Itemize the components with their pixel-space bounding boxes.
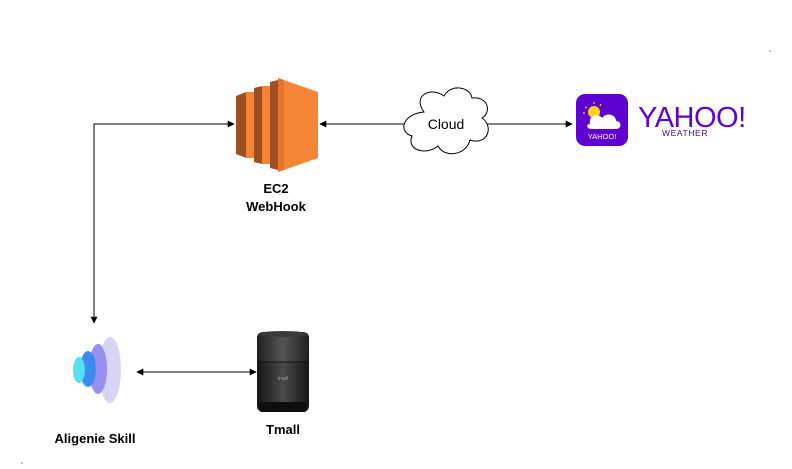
tmall-label: Tmall: [266, 422, 300, 437]
yahoo-sub-word: WEATHER: [662, 128, 708, 138]
aligenie-label: Aligenie Skill: [55, 431, 136, 446]
yahoo-badge-text: YAHOO!: [588, 132, 617, 141]
aligenie-icon: [73, 337, 121, 403]
smart-speaker-icon: tmall: [257, 331, 309, 412]
aws-ec2-icon: [236, 78, 318, 172]
cloud-label: Cloud: [428, 116, 465, 132]
cloud-icon: [403, 87, 489, 155]
stray-dot: [769, 50, 771, 52]
ec2-label-line1: EC2: [263, 181, 288, 196]
connector-aligenie-ec2: [90, 120, 235, 324]
tmall-device-text: tmall: [278, 376, 289, 382]
ec2-label-line2: WebHook: [246, 199, 306, 214]
yahoo-weather-icon: YAHOO!: [576, 94, 628, 146]
stray-dot: [21, 462, 23, 464]
yahoo-brand-word: YAHOO!: [638, 102, 746, 134]
